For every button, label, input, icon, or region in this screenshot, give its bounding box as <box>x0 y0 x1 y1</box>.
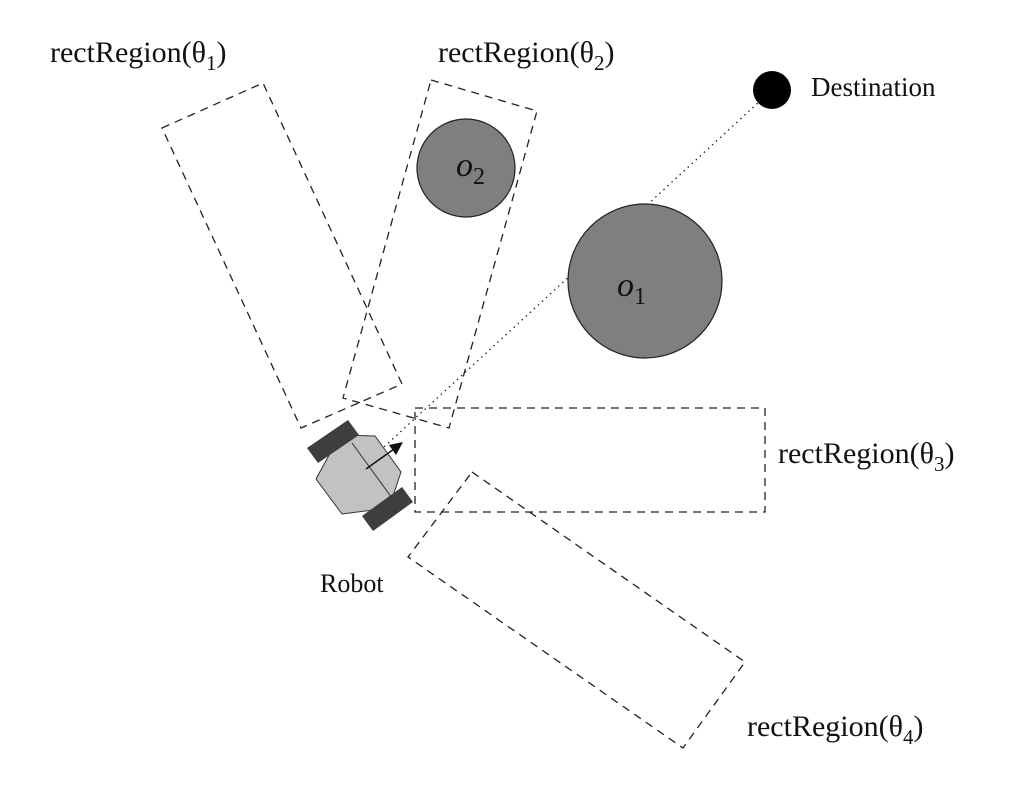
obstacle-label-o1: o1 <box>617 267 646 310</box>
robot <box>307 420 413 531</box>
destination-label: Destination <box>811 72 936 102</box>
rect-region-2 <box>342 79 538 429</box>
robot-axle <box>351 442 393 499</box>
robot-heading-arrow <box>389 442 403 455</box>
obstacle-o2 <box>416 118 516 218</box>
obstacle-label-o2: o2 <box>456 147 485 190</box>
region-label-4: rectRegion(θ4) <box>747 710 923 749</box>
robot-heading-line <box>365 448 395 470</box>
region-label-2: rectRegion(θ2) <box>438 36 614 75</box>
robot-label: Robot <box>320 569 384 598</box>
destination-marker <box>753 71 791 109</box>
obstacle-o1 <box>567 203 723 359</box>
rect-region-3 <box>414 407 766 513</box>
rect-region-1 <box>161 82 403 429</box>
rect-region-4 <box>407 471 746 749</box>
robot-wheel-top <box>307 420 359 463</box>
region-label-3: rectRegion(θ3) <box>778 437 954 476</box>
region-label-1: rectRegion(θ1) <box>50 36 226 75</box>
robot-wheel-bottom <box>362 487 413 531</box>
